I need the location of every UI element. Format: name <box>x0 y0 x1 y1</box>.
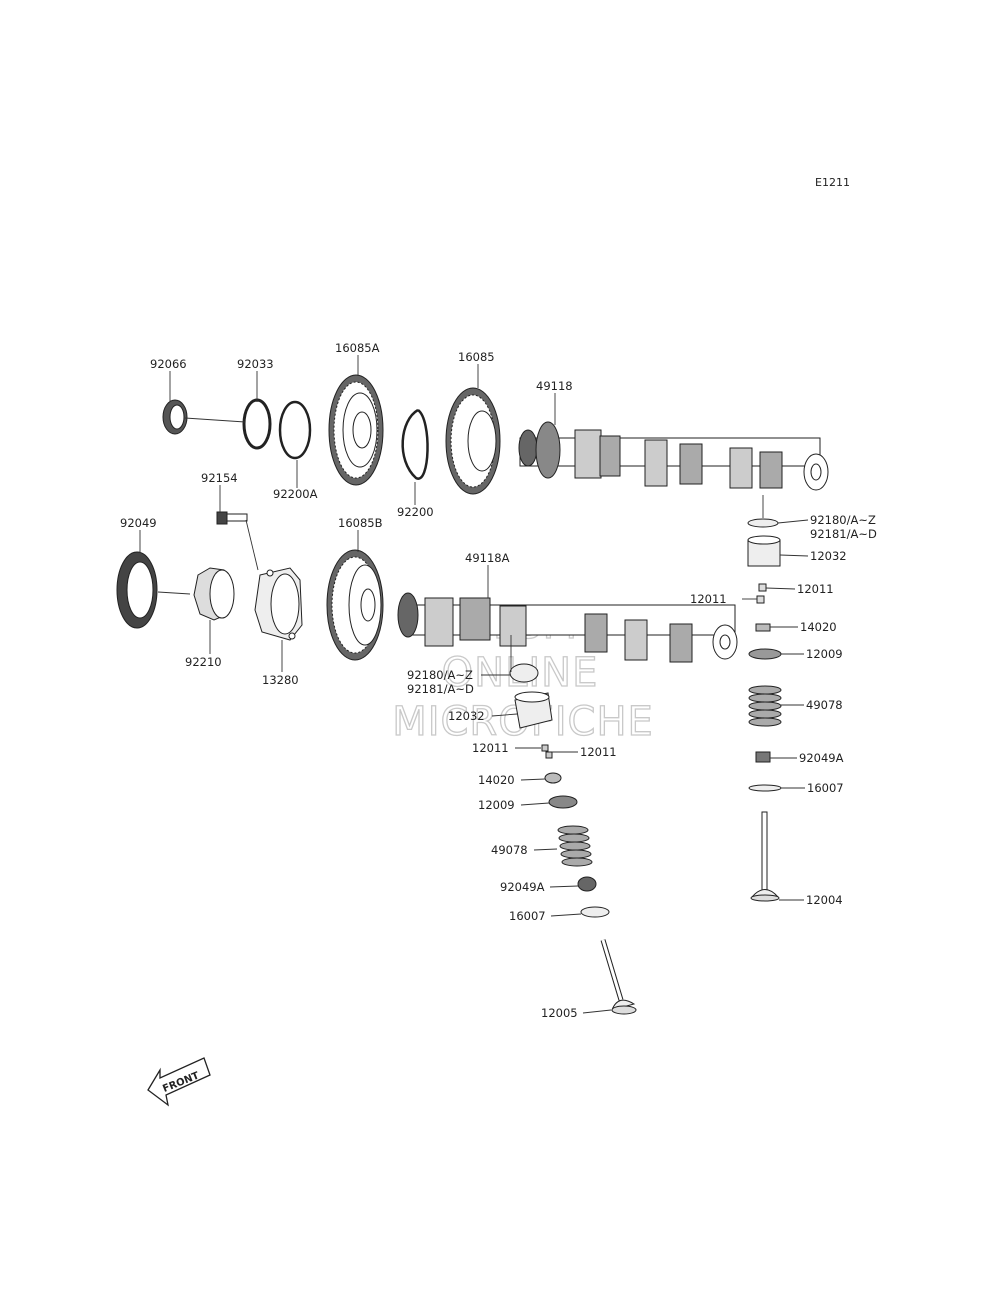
label-92033: 92033 <box>237 357 274 371</box>
camshaft-49118-drawing <box>518 421 829 491</box>
label-92181-right: 92181/A~D <box>810 527 877 541</box>
label-92180-right: 92180/A~Z <box>810 513 876 527</box>
label-12011-right-b: 12011 <box>690 592 727 606</box>
part-labels: 92066 92033 16085A 16085 49118 92154 922… <box>120 341 877 1020</box>
label-92181-center: 92181/A~D <box>407 682 474 696</box>
diagram-id: E1211 <box>815 176 850 189</box>
gear-16085B-drawing <box>326 549 384 661</box>
gear-16085-drawing <box>445 387 501 495</box>
label-16085: 16085 <box>458 350 495 364</box>
label-12005: 12005 <box>541 1006 578 1020</box>
ring-92200A-drawing <box>278 400 312 460</box>
label-16007-center: 16007 <box>509 909 546 923</box>
bolt-92154-drawing <box>216 511 248 525</box>
label-49078-right: 49078 <box>806 698 843 712</box>
holder-13280-drawing <box>254 567 303 641</box>
label-92066: 92066 <box>150 357 187 371</box>
label-13280: 13280 <box>262 673 299 687</box>
label-92049A-right: 92049A <box>799 751 844 765</box>
camshaft-49118A-drawing <box>397 592 738 663</box>
label-92200A: 92200A <box>273 487 318 501</box>
label-92154: 92154 <box>201 471 238 485</box>
label-12011-center-b: 12011 <box>580 745 617 759</box>
label-92049A-center: 92049A <box>500 880 545 894</box>
label-14020-center: 14020 <box>478 773 515 787</box>
seal-92066-drawing <box>162 399 188 435</box>
gear-16085A-drawing <box>328 374 384 486</box>
valve-train-center-drawing <box>509 663 637 1015</box>
label-16085A: 16085A <box>335 341 380 355</box>
label-49078-center: 49078 <box>491 843 528 857</box>
label-12011-center-a: 12011 <box>472 741 509 755</box>
label-49118A: 49118A <box>465 551 510 565</box>
label-92210: 92210 <box>185 655 222 669</box>
label-16007-right: 16007 <box>807 781 844 795</box>
label-14020-right: 14020 <box>800 620 837 634</box>
front-arrow-icon: FRONT <box>147 1057 211 1107</box>
leader-lines <box>139 355 809 1014</box>
label-92049: 92049 <box>120 516 157 530</box>
circlip-92033-drawing <box>242 398 272 450</box>
label-12032-right: 12032 <box>810 549 847 563</box>
label-49118: 49118 <box>536 379 573 393</box>
label-12009-center: 12009 <box>478 798 515 812</box>
seal-92049-drawing <box>116 551 158 629</box>
label-12011-right-a: 12011 <box>797 582 834 596</box>
label-12032-center: 12032 <box>448 709 485 723</box>
label-16085B: 16085B <box>338 516 383 530</box>
label-92180-center: 92180/A~Z <box>407 668 473 682</box>
label-12009-right: 12009 <box>806 647 843 661</box>
ring-92200-drawing <box>401 408 429 480</box>
valve-train-right-drawing <box>747 518 782 902</box>
label-12004: 12004 <box>806 893 843 907</box>
label-92200: 92200 <box>397 505 434 519</box>
nut-92210-drawing <box>193 567 235 621</box>
